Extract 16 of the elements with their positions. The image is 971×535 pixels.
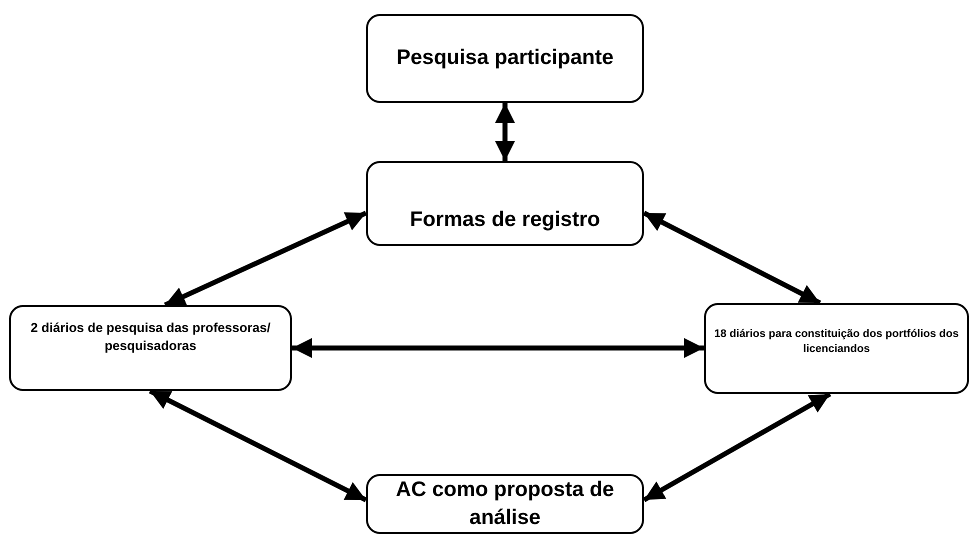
- rounded-box: [366, 474, 644, 534]
- rounded-box: [366, 161, 644, 246]
- double-arrow: [642, 210, 822, 306]
- node-text: Pesquisa participante: [395, 45, 615, 72]
- rounded-box: [9, 305, 292, 391]
- node-text: Formas de registro: [408, 206, 602, 233]
- node-text: 18 diários para constituição dos portfólios dos licenciandos: [713, 327, 960, 357]
- node-text: 2 diários de pesquisa das professoras/ pesquisadoras: [30, 319, 272, 354]
- double-arrow: [495, 103, 515, 161]
- double-arrow: [642, 392, 832, 502]
- node-text: AC como proposta de análise: [394, 476, 616, 531]
- double-arrow: [292, 338, 704, 358]
- rounded-box: [366, 14, 644, 103]
- rounded-box: [704, 303, 969, 394]
- double-arrow: [148, 388, 368, 502]
- double-arrow: [164, 210, 368, 308]
